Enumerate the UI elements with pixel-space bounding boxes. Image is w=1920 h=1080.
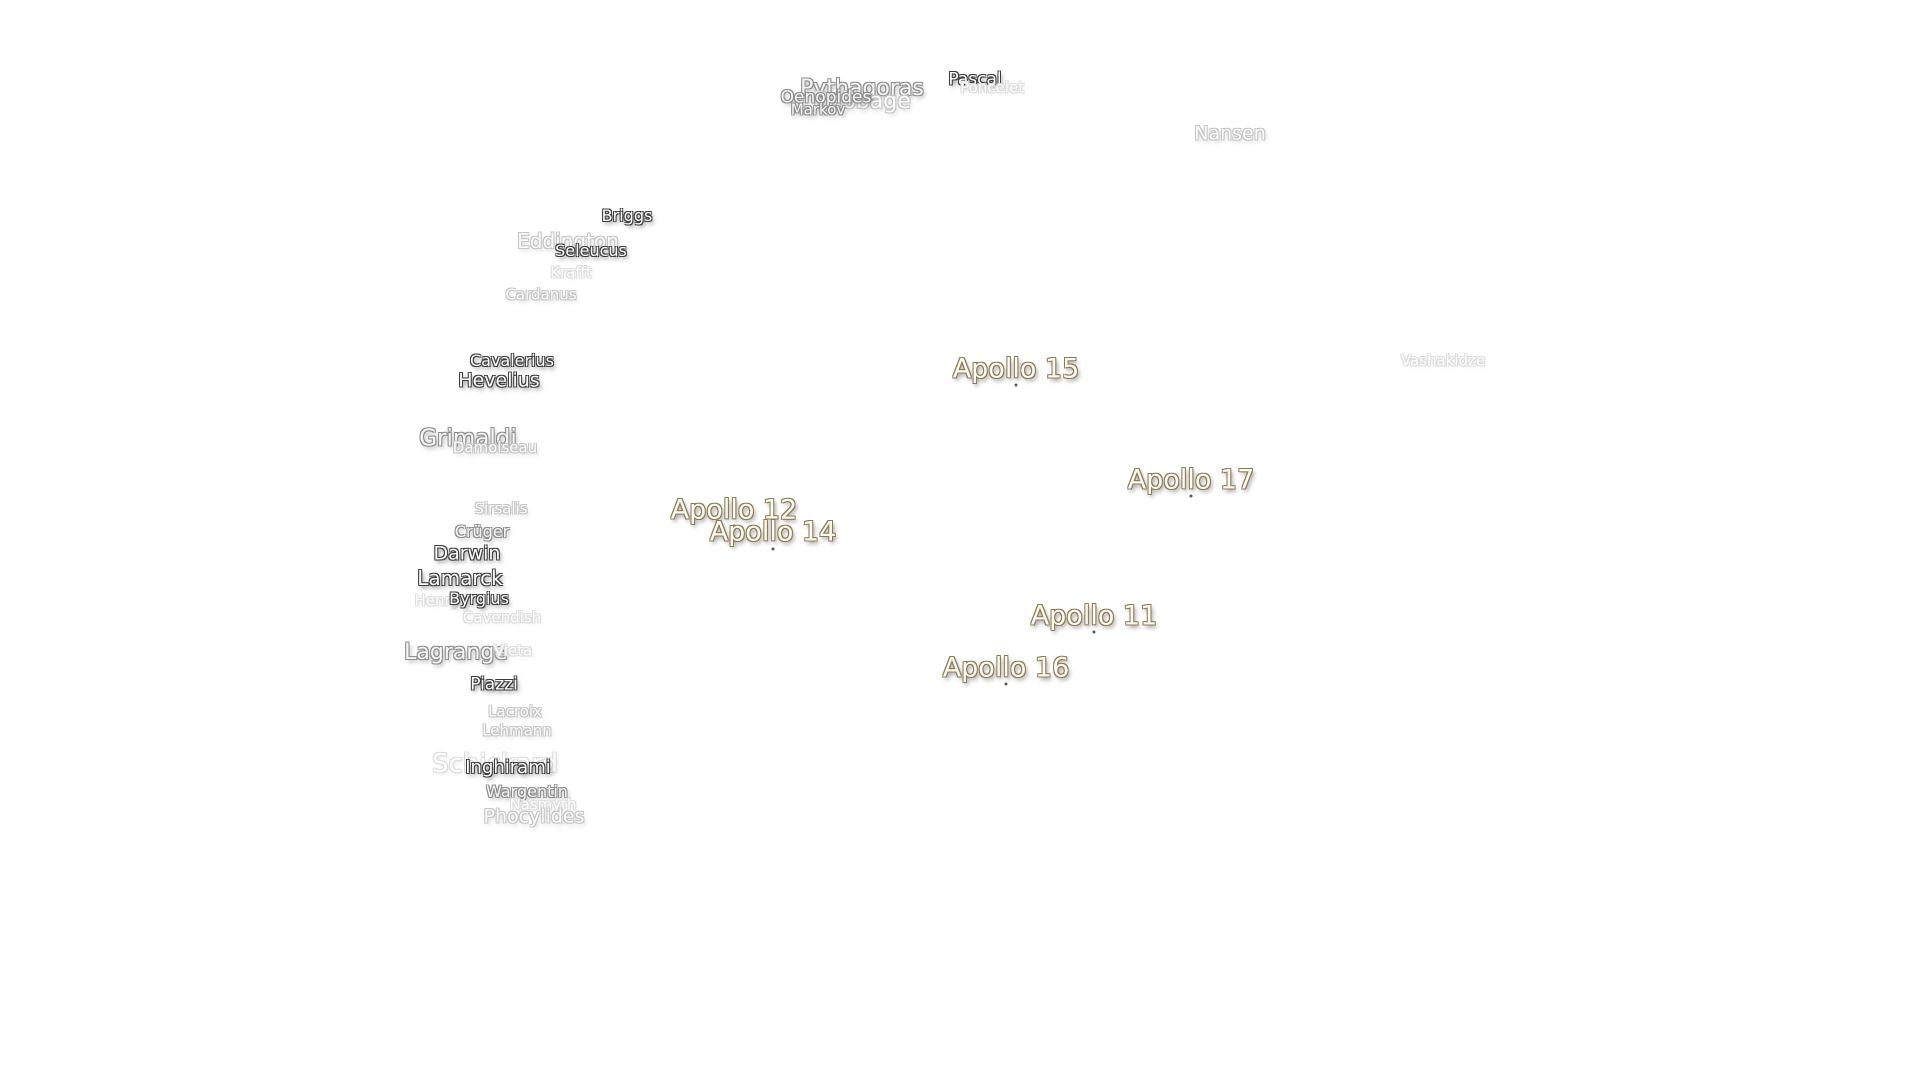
crater-label-pascal: Pascal: [948, 69, 1002, 90]
crater-label-byrgius: Byrgius: [449, 589, 509, 608]
crater-label-poncelet: Poncelet: [960, 78, 1024, 97]
crater-label-babbage: Babbage: [813, 89, 911, 114]
landing-site-label-apollo-11: Apollo 11: [1030, 600, 1158, 632]
crater-label-seleucus: Seleucus: [555, 241, 627, 260]
crater-label-henry: Henry: [414, 591, 460, 610]
landing-site-label-apollo-15: Apollo 15: [952, 353, 1080, 385]
crater-label-inghirami: Inghirami: [465, 757, 551, 778]
crater-label-eddington: Eddington: [517, 229, 619, 253]
landing-site-marker-apollo-14: [771, 547, 775, 551]
crater-label-cruger: Crüger: [454, 522, 510, 541]
crater-label-sirsalis: Sirsalis: [474, 499, 528, 518]
crater-label-schickard: Schickard: [431, 749, 559, 779]
crater-label-phocylides: Phocylides: [483, 805, 585, 828]
crater-label-darwin: Darwin: [433, 542, 501, 565]
crater-label-krafft: Krafft: [550, 263, 592, 282]
crater-label-cavalerius: Cavalerius: [469, 351, 555, 370]
landing-site-marker-apollo-11: [1092, 630, 1096, 634]
crater-label-oenopides: Oenopides: [780, 87, 872, 108]
crater-label-piazzi: Piazzi: [470, 674, 518, 695]
crater-label-lacroix: Lacroix: [488, 702, 542, 721]
crater-label-lagrange: Lagrange: [404, 640, 508, 665]
landing-site-marker-apollo-15: [1014, 383, 1018, 387]
landing-site-marker-apollo-17: [1189, 494, 1193, 498]
crater-label-vieta: Vieta: [493, 641, 533, 660]
crater-label-lamarck: Lamarck: [417, 566, 503, 590]
crater-label-markov: Markov: [790, 100, 846, 119]
crater-label-cardanus: Cardanus: [505, 285, 577, 304]
landing-site-marker-apollo-12: [732, 524, 736, 528]
landing-site-label-apollo-14: Apollo 14: [709, 516, 837, 548]
crater-label-briggs: Briggs: [601, 206, 653, 225]
crater-label-nansen: Nansen: [1194, 122, 1266, 145]
landing-site-label-apollo-17: Apollo 17: [1127, 464, 1255, 496]
crater-label-grimaldi: Grimaldi: [419, 425, 517, 452]
crater-label-damoiseau: Damoiseau: [452, 438, 538, 457]
crater-label-nasmyth: Nasmyth: [509, 795, 577, 814]
crater-label-wargentin: Wargentin: [486, 782, 568, 801]
landing-site-label-apollo-16: Apollo 16: [942, 652, 1070, 684]
crater-label-hevelius: Hevelius: [458, 369, 540, 392]
landing-site-marker-apollo-16: [1004, 682, 1008, 686]
crater-label-lehmann: Lehmann: [482, 721, 552, 740]
landing-site-label-apollo-12: Apollo 12: [670, 494, 798, 526]
crater-label-pythagoras: Pythagoras: [800, 76, 924, 101]
crater-label-vashakidze: Vashakidze: [1400, 351, 1486, 370]
crater-label-cavendish: Cavendish: [462, 608, 542, 627]
